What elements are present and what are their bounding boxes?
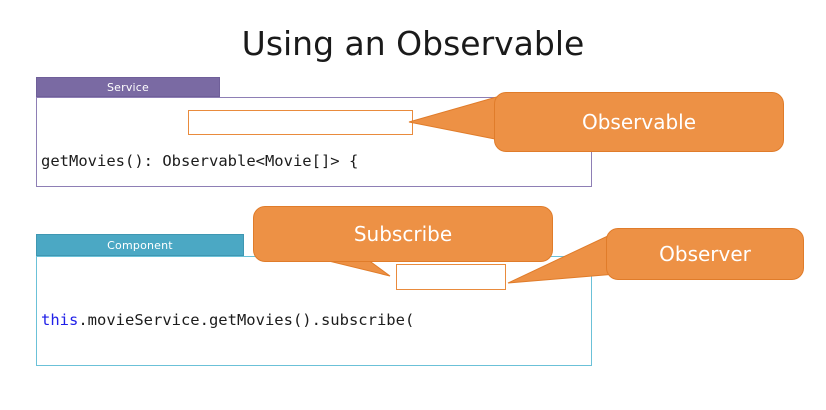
component-panel-header: Component bbox=[36, 234, 244, 256]
callout-observable-label: Observable bbox=[581, 110, 697, 134]
code-token: ( bbox=[404, 311, 415, 329]
code-token: this bbox=[41, 311, 79, 329]
callout-subscribe-label: Subscribe bbox=[353, 222, 453, 246]
callout-observer: Observer bbox=[606, 228, 804, 280]
page-title: Using an Observable bbox=[241, 24, 585, 63]
code-token: getMovies(): bbox=[41, 152, 163, 170]
code-token: { bbox=[339, 152, 359, 170]
callout-subscribe: Subscribe bbox=[253, 206, 553, 262]
code-line: getMovies(): Observable<Movie[]> { bbox=[41, 149, 591, 173]
code-token: .subscribe bbox=[311, 311, 405, 329]
service-panel-header: Service bbox=[36, 77, 220, 97]
code-line: this.movieService.getMovies().subscribe( bbox=[41, 308, 591, 332]
code-token: .movieService.getMovies() bbox=[78, 311, 312, 329]
code-token: Observable<Movie[]> bbox=[162, 152, 340, 170]
callout-observer-label: Observer bbox=[659, 242, 751, 266]
service-panel-header-label: Service bbox=[106, 80, 150, 94]
component-code-body: this.movieService.getMovies().subscribe(… bbox=[36, 256, 592, 366]
callout-observable: Observable bbox=[494, 92, 784, 152]
component-panel-header-label: Component bbox=[107, 238, 173, 252]
